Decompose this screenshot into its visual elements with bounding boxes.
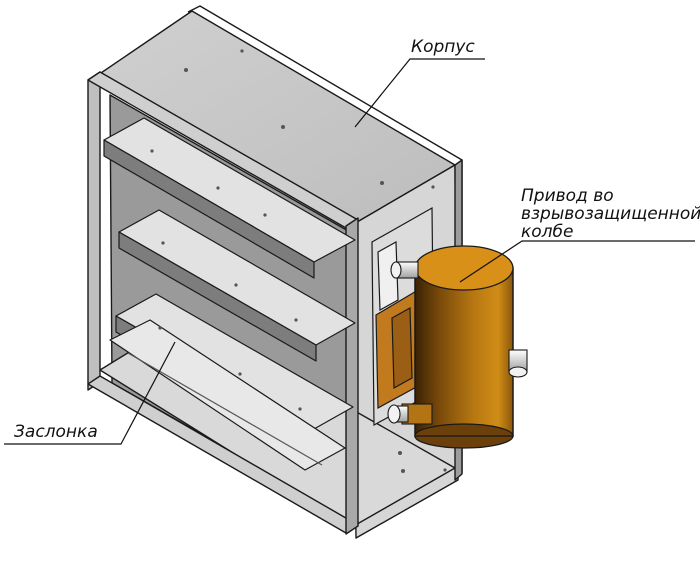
label-actuator-line-2: взрывозащищенной [521,204,700,224]
label-actuator-line-3: колбе [521,222,574,242]
damper-blades [103,117,356,471]
leader-lines [4,58,695,445]
label-housing: Корпус [411,37,475,57]
label-actuator-line-1: Привод во [521,186,614,206]
label-damper: Заслонка [14,422,98,442]
actuator-leader [459,240,695,283]
housing-leader [354,58,485,128]
rivets [150,49,447,473]
damper-blade [103,117,356,279]
damper-blade [109,319,346,471]
damper-leader [4,341,176,445]
actuator-connectors [387,261,528,425]
damper-blade [118,209,356,362]
